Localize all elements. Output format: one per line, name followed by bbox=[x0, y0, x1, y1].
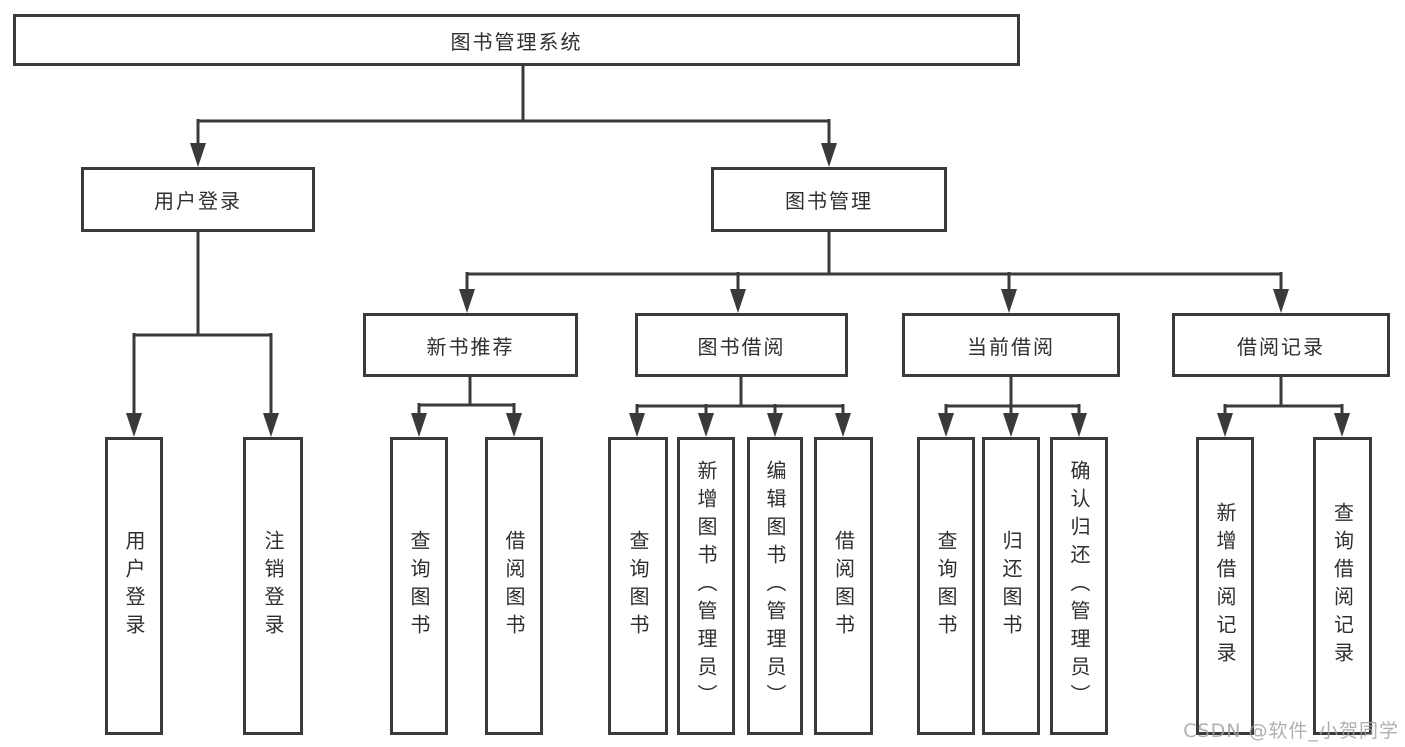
leaf-newbook-query-label: 查询图书 bbox=[407, 530, 431, 642]
csdn-watermark: CSDN @软件_小贺同学 bbox=[1183, 720, 1399, 742]
leaf-records-query-label: 查询借阅记录 bbox=[1330, 502, 1355, 670]
leaf-borrow-book: 借阅图书 bbox=[814, 437, 873, 735]
node-new-book-rec: 新书推荐 bbox=[363, 313, 578, 377]
leaf-user-login-label: 用户登录 bbox=[122, 530, 146, 642]
node-book-mgmt: 图书管理 bbox=[711, 167, 947, 232]
node-user-login-label: 用户登录 bbox=[154, 189, 242, 213]
connector-book-mgmt-to-level3 bbox=[459, 232, 1289, 313]
leaf-borrow-add-admin: 新增图书（管理员） bbox=[677, 437, 735, 735]
connector-root-to-level2 bbox=[190, 66, 837, 167]
leaf-current-return: 归还图书 bbox=[982, 437, 1040, 735]
node-user-login: 用户登录 bbox=[81, 167, 315, 232]
leaf-newbook-borrow: 借阅图书 bbox=[485, 437, 543, 735]
node-borrow-records-label: 借阅记录 bbox=[1237, 334, 1325, 359]
leaf-newbook-query: 查询图书 bbox=[390, 437, 448, 735]
leaf-logout: 注销登录 bbox=[243, 437, 303, 735]
leaf-borrow-edit-admin: 编辑图书（管理员） bbox=[747, 437, 803, 735]
node-root-label: 图书管理系统 bbox=[450, 29, 583, 54]
connector-borrow-records-to-leaves bbox=[1217, 377, 1350, 437]
leaf-records-query: 查询借阅记录 bbox=[1313, 437, 1372, 735]
leaf-records-add-label: 新增借阅记录 bbox=[1213, 502, 1237, 670]
leaf-current-return-label: 归还图书 bbox=[999, 530, 1023, 642]
leaf-logout-label: 注销登录 bbox=[261, 530, 285, 642]
node-new-book-rec-label: 新书推荐 bbox=[426, 334, 515, 359]
leaf-user-login: 用户登录 bbox=[105, 437, 163, 735]
connector-book-borrow-to-leaves bbox=[629, 377, 851, 437]
leaf-borrow-add-admin-label: 新增图书（管理员） bbox=[694, 460, 718, 712]
node-book-borrow: 图书借阅 bbox=[635, 313, 848, 377]
leaf-current-query: 查询图书 bbox=[917, 437, 975, 735]
leaf-current-confirm-admin: 确认归还（管理员） bbox=[1050, 437, 1108, 735]
node-book-mgmt-label: 图书管理 bbox=[785, 189, 873, 213]
connector-user-login-to-leaves bbox=[126, 232, 279, 437]
node-current-borrow-label: 当前借阅 bbox=[967, 334, 1055, 359]
connector-current-borrow-to-leaves bbox=[938, 377, 1087, 437]
node-borrow-records: 借阅记录 bbox=[1172, 313, 1390, 377]
leaf-records-add: 新增借阅记录 bbox=[1196, 437, 1254, 735]
leaf-borrow-book-label: 借阅图书 bbox=[831, 530, 856, 642]
node-book-borrow-label: 图书借阅 bbox=[697, 334, 786, 359]
node-current-borrow: 当前借阅 bbox=[902, 313, 1120, 377]
leaf-borrow-query-label: 查询图书 bbox=[626, 530, 650, 642]
leaf-current-confirm-admin-label: 确认归还（管理员） bbox=[1067, 460, 1091, 712]
leaf-borrow-query: 查询图书 bbox=[608, 437, 668, 735]
leaf-newbook-borrow-label: 借阅图书 bbox=[502, 530, 526, 642]
connector-new-book-rec-to-leaves bbox=[411, 377, 522, 437]
leaf-current-query-label: 查询图书 bbox=[934, 530, 958, 642]
node-root: 图书管理系统 bbox=[13, 14, 1020, 66]
leaf-borrow-edit-admin-label: 编辑图书（管理员） bbox=[763, 460, 787, 712]
